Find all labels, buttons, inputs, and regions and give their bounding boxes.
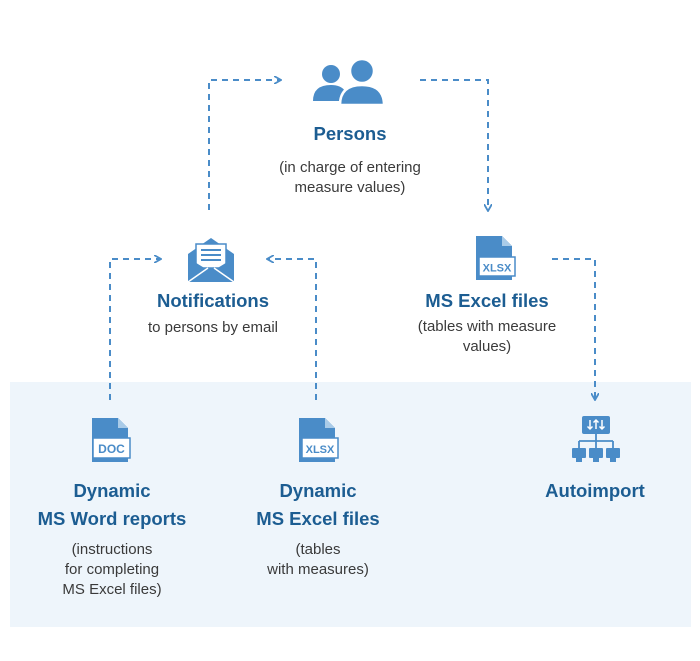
excel-files-title: MS Excel files — [425, 290, 549, 311]
xlsx-file-icon: XLSX — [476, 236, 516, 280]
excel-files-description-line1: (tables with measure — [417, 318, 557, 335]
excel-files-node: MS Excel files (tables with measure valu… — [387, 287, 587, 357]
doc-file-icon: DOC — [92, 418, 131, 462]
persons-icon — [313, 57, 386, 107]
persons-title: Persons — [313, 123, 387, 144]
xlsx-file-icon: XLSX — [299, 418, 339, 462]
arrow-dynamic-excel-to-notifications — [268, 259, 317, 400]
automated-section-background — [10, 382, 691, 627]
persons-description-line1: (in charge of entering — [279, 159, 421, 176]
arrow-word-reports-to-notifications — [109, 259, 160, 400]
arrow-persons-to-excel-files — [420, 79, 488, 210]
autoimport-title: Autoimport — [545, 480, 645, 501]
network-import-icon — [572, 416, 620, 462]
dynamic-excel-node: Dynamic MS Excel files (tables with meas… — [218, 477, 418, 580]
arrow-excel-files-to-autoimport — [552, 258, 595, 399]
envelope-icon — [187, 238, 235, 283]
word-reports-node: Dynamic MS Word reports (instructions fo… — [12, 477, 212, 600]
notifications-title: Notifications — [156, 290, 270, 311]
notifications-node: Notifications to persons by email — [113, 287, 313, 338]
dynamic-excel-description-line2: with measures) — [267, 561, 369, 578]
dynamic-excel-title-line1: Dynamic — [279, 480, 357, 501]
autoimport-node: Autoimport — [495, 477, 695, 505]
word-reports-description-line3: MS Excel files) — [62, 581, 162, 598]
dynamic-excel-description-line1: (tables — [295, 541, 341, 558]
xlsx-icon-label: XLSX — [483, 263, 512, 275]
persons-description-line2: measure values) — [294, 179, 406, 196]
doc-icon-label: DOC — [98, 442, 125, 456]
notifications-description: to persons by email — [147, 319, 279, 336]
persons-node: Persons (in charge of entering measure v… — [250, 120, 450, 198]
word-reports-title-line2: MS Word reports — [37, 508, 187, 529]
xlsx-icon-label: XLSX — [306, 444, 335, 456]
word-reports-title-line1: Dynamic — [73, 480, 151, 501]
word-reports-description-line1: (instructions — [71, 541, 153, 558]
word-reports-description-line2: for completing — [64, 561, 160, 578]
arrow-notifications-to-persons — [208, 80, 280, 210]
dynamic-excel-title-line2: MS Excel files — [256, 508, 380, 529]
excel-files-description-line2: values) — [462, 338, 512, 355]
